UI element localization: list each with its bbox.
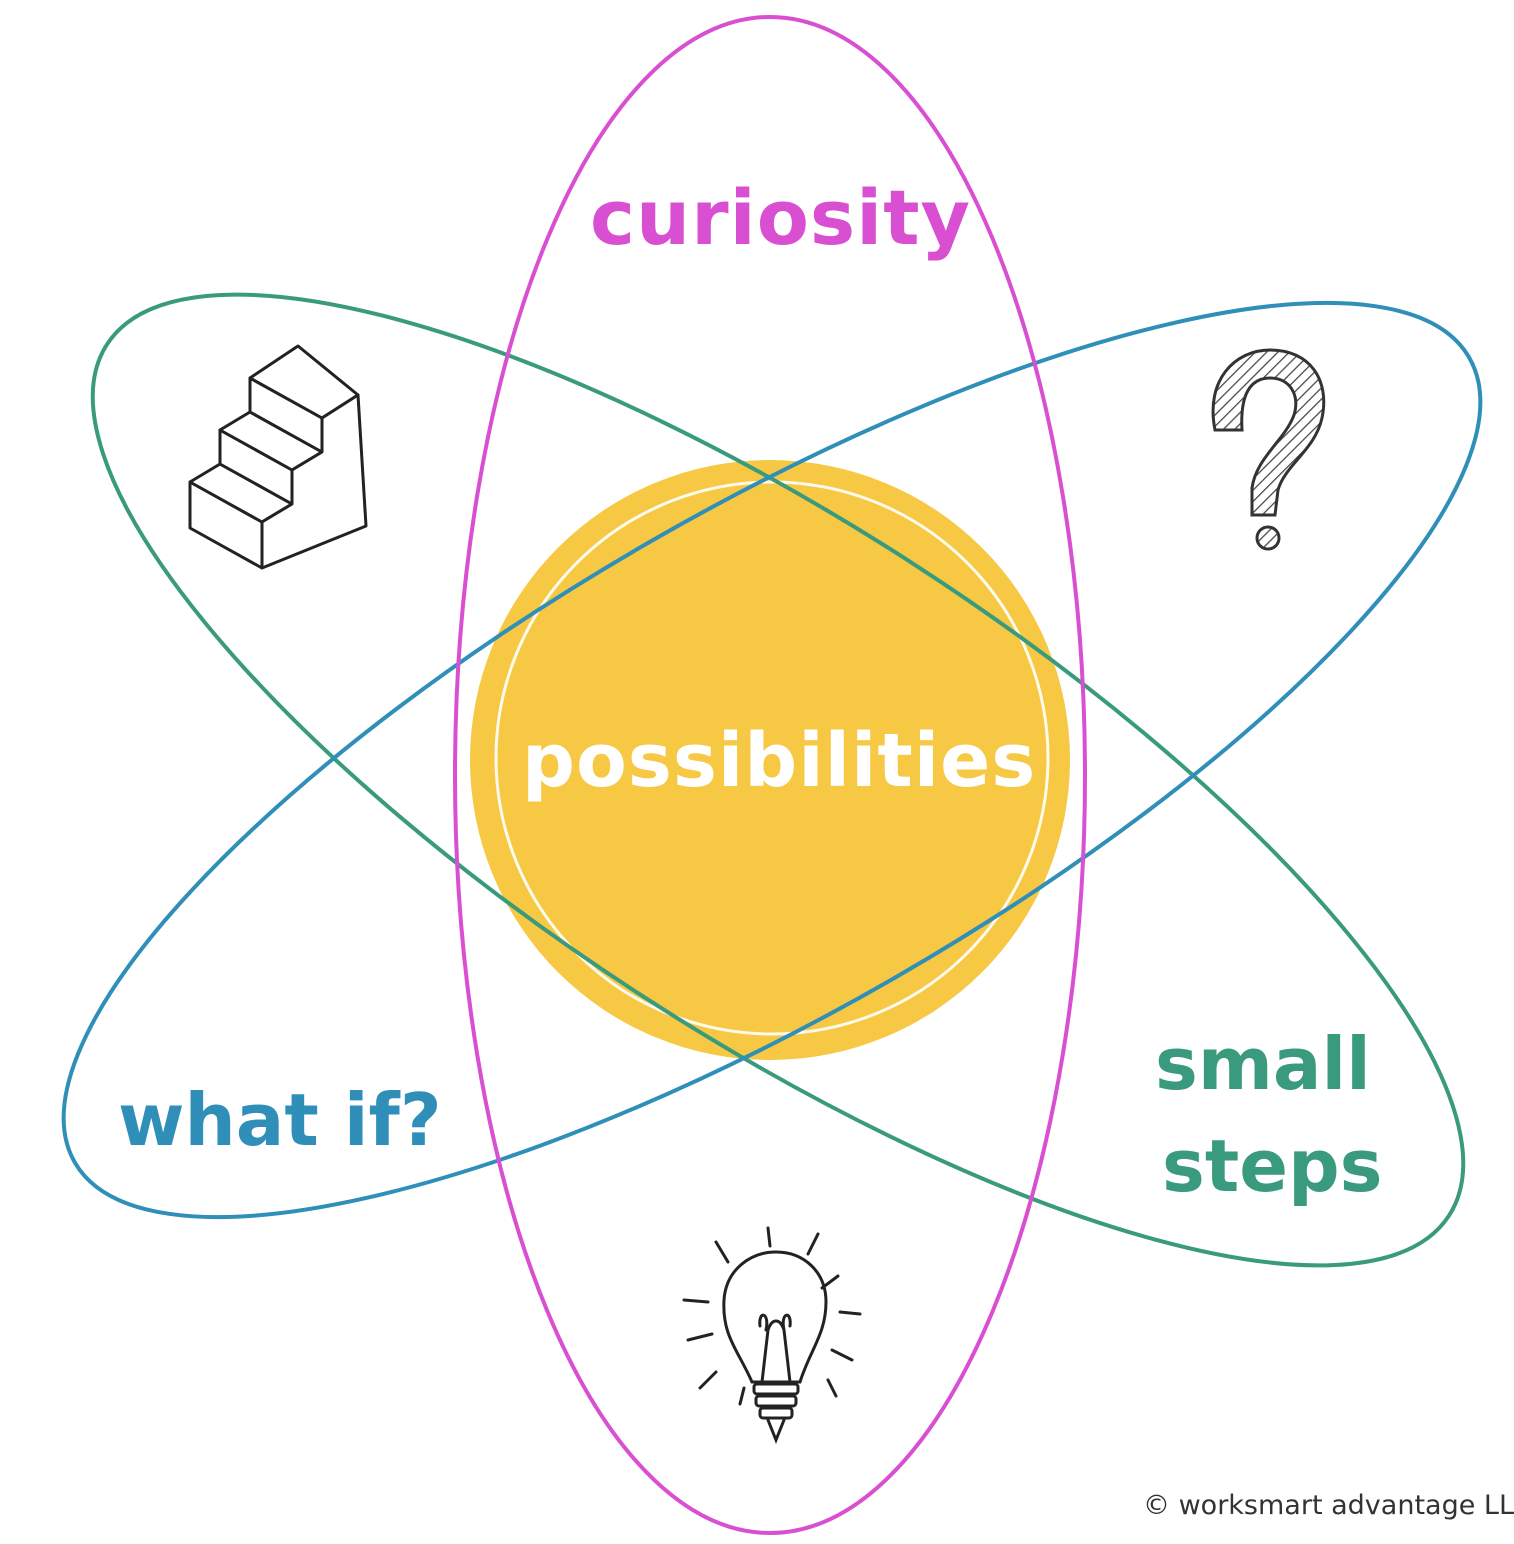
possibilities-circle-inner-ring: [494, 480, 1050, 1036]
curiosity-orbit: [453, 15, 1087, 1535]
what-if-orbit: [61, 300, 1483, 1220]
small-steps-label-line1: small: [1155, 1022, 1371, 1106]
stairs-icon: [188, 344, 368, 570]
curiosity-label: curiosity: [590, 173, 972, 262]
possibilities-label: possibilities: [522, 718, 1037, 804]
small-steps-label-line2: steps: [1162, 1124, 1383, 1208]
question-mark-icon: [1211, 348, 1326, 551]
lightbulb-icon: [682, 1226, 862, 1445]
what-if-label: what if?: [118, 1078, 442, 1162]
copyright-notice: © worksmart advantage LL: [1143, 1490, 1514, 1521]
small-steps-orbit: [90, 292, 1466, 1268]
possibilities-circle: [470, 460, 1070, 1060]
